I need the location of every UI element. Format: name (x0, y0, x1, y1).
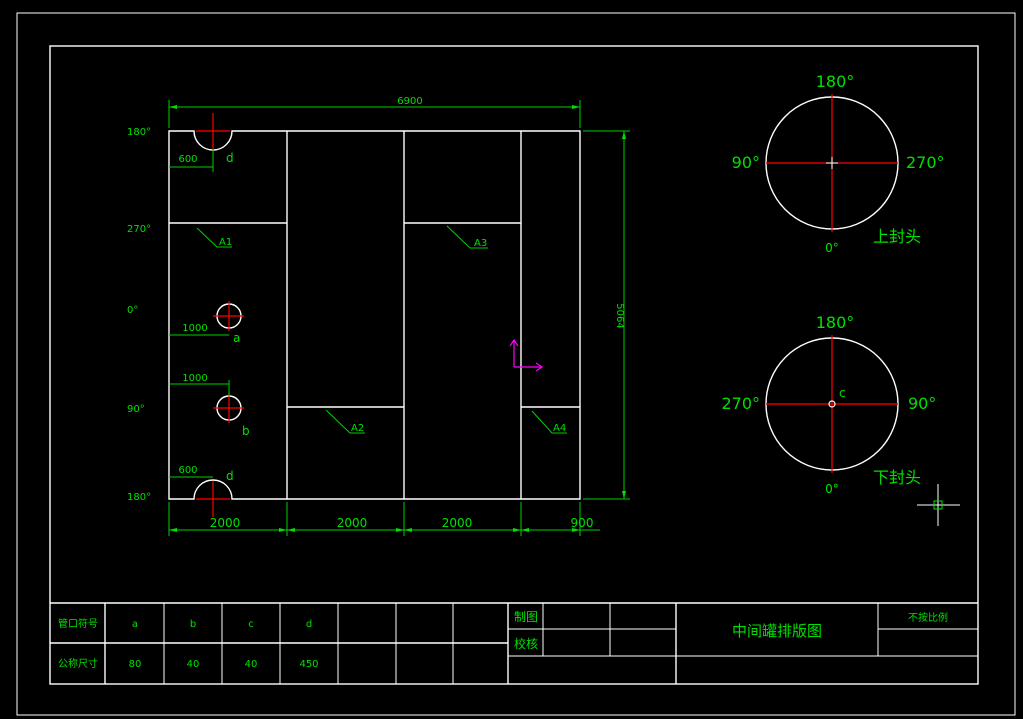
dim-notch-top: 600 (178, 154, 197, 165)
plate-outline (168, 130, 581, 500)
table-cell-size-b: 40 (187, 659, 200, 670)
dim-bottom-1: 2000 (210, 516, 241, 530)
table-header-symbol: 管口符号 (58, 617, 98, 630)
dim-total-width: 6900 (397, 96, 422, 107)
upper-head-angle-right: 270° (906, 153, 945, 172)
ucs-icon (509, 338, 544, 372)
lower-head (765, 335, 899, 473)
plate-label-a2: A2 (351, 423, 364, 434)
dim-total-height: 5064 (614, 303, 625, 328)
upper-head-angle-left: 90° (732, 153, 760, 172)
inner-frame (49, 45, 979, 685)
upper-head-angle-bottom: 0° (825, 241, 839, 255)
plate-layout (168, 113, 581, 517)
center-marks (196, 113, 244, 517)
upper-head (765, 94, 899, 232)
plate-label-leaders (196, 225, 567, 434)
dim-hole-a: 1000 (182, 323, 207, 334)
hole-label-b: b (242, 424, 250, 438)
angle-label-180-top: 180° (127, 127, 151, 138)
table-header-size: 公称尺寸 (58, 657, 98, 670)
table-cell-symbol-b: b (190, 619, 196, 630)
angle-label-0: 0° (127, 305, 138, 316)
dim-bottom-3: 2000 (442, 516, 473, 530)
angle-label-270: 270° (127, 224, 151, 235)
table-cell-size-c: 40 (245, 659, 258, 670)
title-block (50, 602, 978, 684)
dim-bottom-2: 2000 (337, 516, 368, 530)
dimensions (168, 100, 630, 536)
angle-label-180-bottom: 180° (127, 492, 151, 503)
scale-note: 不按比例 (908, 611, 948, 624)
drawing-title: 中间罐排版图 (732, 622, 822, 640)
table-cell-symbol-c: c (248, 619, 254, 630)
table-label-checked: 校核 (514, 636, 538, 651)
table-cell-size-d: 450 (299, 659, 318, 670)
table-cell-symbol-d: d (306, 619, 312, 630)
hole-label-d-bottom: d (226, 469, 234, 483)
hole-label-d-top: d (226, 151, 234, 165)
lower-head-caption: 下封头 (873, 468, 921, 487)
crosshair-cursor-icon (917, 484, 960, 526)
hole-label-a: a (233, 331, 240, 345)
angle-label-90: 90° (127, 404, 145, 415)
lower-head-angle-right: 90° (908, 394, 936, 413)
lower-head-angle-top: 180° (816, 313, 855, 332)
lower-head-angle-bottom: 0° (825, 482, 839, 496)
dim-bottom-4: 900 (571, 516, 594, 530)
upper-head-caption: 上封头 (873, 227, 921, 246)
lower-head-center-label: c (839, 386, 846, 400)
dim-notch-bottom: 600 (178, 465, 197, 476)
plate-label-a1: A1 (219, 237, 232, 248)
lower-head-angle-left: 270° (721, 394, 760, 413)
plate-label-a4: A4 (553, 423, 566, 434)
table-cell-symbol-a: a (132, 619, 138, 630)
table-label-drawn: 制图 (514, 610, 538, 624)
upper-head-angle-top: 180° (816, 72, 855, 91)
outer-border (16, 12, 1016, 716)
plate-label-a3: A3 (474, 238, 487, 249)
dim-hole-b: 1000 (182, 373, 207, 384)
table-cell-size-a: 80 (129, 659, 142, 670)
